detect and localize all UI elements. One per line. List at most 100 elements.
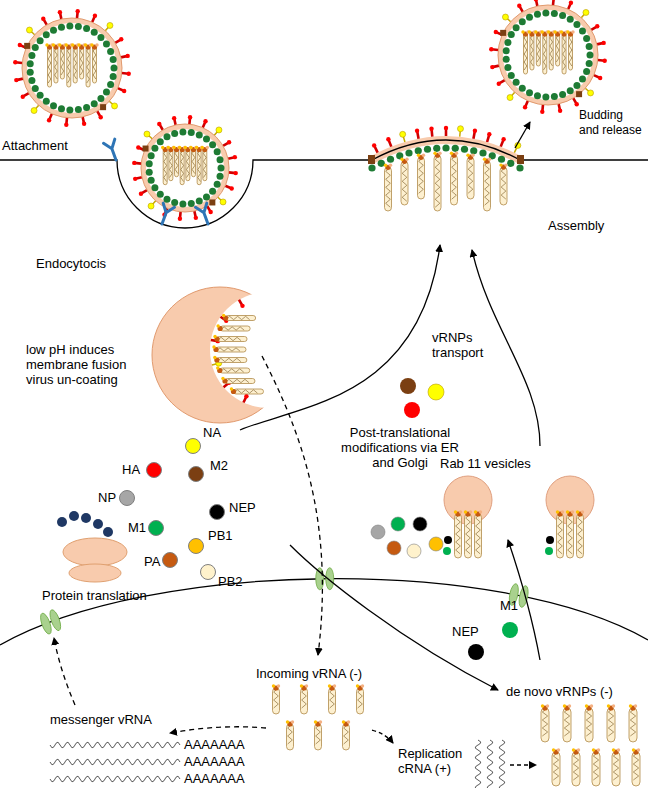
vrnp-coil: [593, 754, 598, 780]
m1-layer: [151, 145, 158, 152]
m1-layer: [559, 91, 566, 98]
polymerase: [471, 153, 474, 156]
legend-swatch: [188, 466, 204, 482]
m2-channel: [100, 104, 106, 110]
viral-interior: [503, 10, 593, 100]
ha-spike: [473, 129, 477, 133]
vrnp-coil: [228, 316, 250, 319]
ha-spike: [494, 30, 498, 34]
legend-swatch: [185, 438, 201, 454]
polymerase: [201, 146, 204, 149]
vrnp-coil: [524, 36, 527, 70]
viral-interior: [146, 129, 224, 207]
m1-layer: [203, 136, 210, 143]
polymerase: [314, 720, 317, 723]
m1-layer: [146, 160, 153, 167]
ha-spike: [501, 137, 505, 141]
vrnp-body: [549, 34, 553, 70]
m1-layer: [103, 41, 110, 48]
m1-layer: [424, 146, 431, 153]
polymerase: [356, 684, 359, 687]
vrnp-body: [180, 150, 184, 185]
vrnp-body: [169, 150, 173, 181]
polymerase: [568, 704, 571, 707]
vrnp-coil: [55, 49, 58, 79]
protein-dot: [371, 525, 385, 539]
polymerase: [547, 30, 550, 33]
m1-layer: [433, 145, 440, 152]
vrnp-body: [572, 752, 580, 786]
m1-dot: [502, 622, 518, 638]
polymerase: [177, 146, 180, 149]
polymerase: [597, 748, 600, 751]
m1-layer: [164, 133, 171, 140]
m1-layer: [32, 44, 39, 51]
vrnp-coil: [452, 157, 457, 199]
vrnp-body: [500, 167, 507, 205]
vrnp-coil: [568, 516, 573, 554]
vrnp-body: [385, 167, 392, 211]
polymerase: [213, 335, 216, 338]
ha-spike: [372, 143, 376, 147]
polymerase: [561, 510, 564, 513]
legend-swatch: [146, 462, 162, 478]
ribosome: [69, 564, 121, 582]
protein-dot: [391, 517, 405, 531]
polymerase: [221, 377, 224, 380]
ribosome: [63, 538, 127, 566]
polymerase: [291, 720, 294, 723]
ha-spike: [203, 119, 207, 123]
stage-label: Rab 11 vesicles: [440, 456, 531, 471]
polymerase: [464, 510, 467, 513]
polymerase: [90, 43, 93, 46]
m1-layer: [583, 35, 590, 42]
m2-channel: [576, 91, 582, 97]
ha-spike: [595, 24, 599, 28]
m1-layer: [43, 31, 50, 38]
vrnp-body: [217, 358, 247, 363]
polymerase: [405, 158, 408, 161]
vrnp-coil: [419, 159, 424, 193]
polymerase: [499, 163, 502, 166]
m1-layer: [534, 11, 541, 18]
protein-dot: [413, 517, 427, 531]
viral-envelope: [498, 5, 598, 105]
uncoating-arrow: [262, 356, 322, 655]
vrnp-coil: [553, 754, 558, 780]
vrnp-body: [541, 708, 549, 742]
ha-spike: [552, 0, 555, 5]
vrnp-body: [562, 34, 566, 74]
polymerase: [560, 30, 563, 33]
legend-text: M2: [210, 458, 228, 473]
vrnp-body: [536, 34, 540, 66]
ha-spike: [598, 76, 602, 80]
ha-spike: [229, 186, 233, 190]
vrnp-body: [585, 708, 593, 742]
ha-spike: [601, 41, 605, 45]
m1-layer: [498, 156, 505, 163]
m1-layer: [387, 156, 394, 163]
vrnp-body: [563, 708, 571, 742]
vrnp-body: [54, 47, 58, 83]
polymerase: [541, 30, 544, 33]
m1-layer: [461, 146, 468, 153]
m1-layer: [83, 25, 90, 32]
m1-layer: [179, 200, 186, 207]
vrnp-coil: [630, 710, 635, 736]
m1-layer: [179, 129, 186, 136]
polymerase: [45, 43, 48, 46]
ha-spike: [93, 14, 97, 18]
vrnp-body: [484, 161, 491, 211]
stage-label: messenger vRNA: [50, 712, 152, 727]
vrnp-body: [315, 724, 322, 750]
protein-dot: [429, 537, 443, 551]
vrnp-coil: [573, 754, 578, 780]
m1-layer: [107, 81, 114, 88]
vrnp-body: [465, 514, 472, 558]
vrnp-coil: [542, 710, 547, 736]
vrnp-body: [451, 155, 458, 205]
ha-spike: [82, 121, 86, 125]
polymerase: [422, 154, 425, 157]
vrnp-coil: [222, 327, 244, 330]
